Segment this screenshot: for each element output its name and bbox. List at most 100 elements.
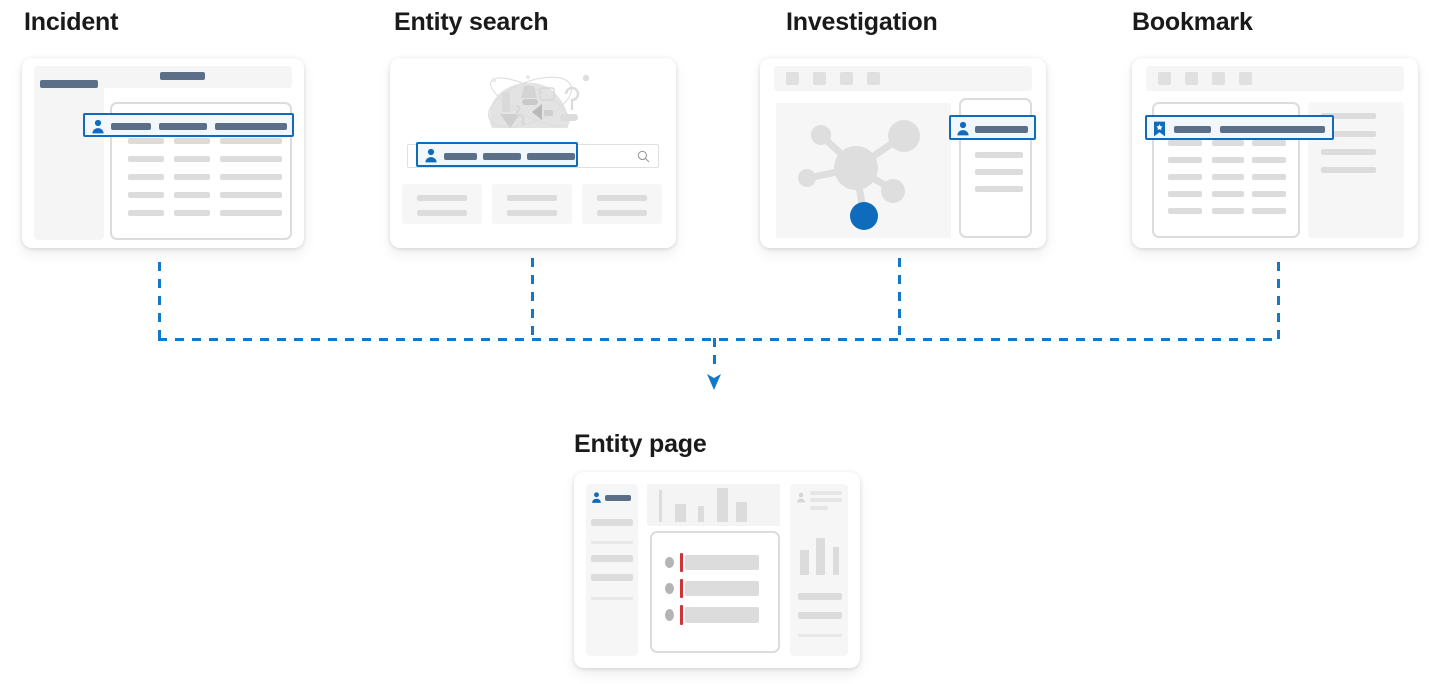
table-cell bbox=[1168, 140, 1202, 146]
left-panel-line bbox=[591, 555, 633, 562]
table-cell bbox=[220, 210, 282, 216]
person-icon bbox=[957, 121, 969, 136]
chart-bar bbox=[717, 488, 728, 522]
incident-left-nav[interactable] bbox=[34, 66, 104, 240]
severity-dot bbox=[665, 609, 674, 621]
detail-line bbox=[975, 152, 1023, 158]
card-title-bookmark: Bookmark bbox=[1132, 8, 1253, 36]
arrow-down-icon bbox=[707, 374, 721, 390]
bookmark-field bbox=[1174, 126, 1211, 133]
alert-severity-bar bbox=[680, 605, 683, 625]
table-cell bbox=[1212, 174, 1244, 180]
entity-row-field bbox=[215, 123, 287, 130]
entity-page-timeline-chart[interactable] bbox=[647, 484, 780, 526]
suggestion-field bbox=[527, 153, 575, 160]
table-cell bbox=[1252, 191, 1286, 197]
left-panel-line bbox=[591, 519, 633, 526]
alert-row[interactable] bbox=[685, 581, 759, 596]
table-cell bbox=[174, 138, 210, 144]
entity-page-alerts-list[interactable] bbox=[650, 531, 780, 653]
table-cell bbox=[1168, 174, 1202, 180]
table-cell bbox=[1168, 157, 1202, 163]
bookmark-field bbox=[1220, 126, 1325, 133]
entity-page-left-panel[interactable] bbox=[586, 484, 638, 656]
connector-bus bbox=[158, 338, 1280, 341]
table-cell bbox=[1212, 191, 1244, 197]
chart-bar bbox=[659, 490, 662, 522]
investigation-selected-entity[interactable] bbox=[949, 115, 1036, 140]
table-cell bbox=[174, 210, 210, 216]
card-bookmark[interactable] bbox=[1132, 58, 1418, 248]
table-cell bbox=[128, 174, 164, 180]
table-cell bbox=[128, 156, 164, 162]
entity-search-selected-suggestion[interactable] bbox=[416, 142, 578, 167]
toolbar-item[interactable] bbox=[1239, 72, 1252, 85]
card-incident[interactable] bbox=[22, 58, 304, 248]
alert-row[interactable] bbox=[685, 555, 759, 570]
card-title-incident: Incident bbox=[24, 8, 119, 36]
chart-bar bbox=[816, 538, 825, 575]
card-entity-page[interactable] bbox=[574, 472, 860, 668]
result-card-line bbox=[507, 210, 557, 216]
chart-bar bbox=[736, 502, 747, 522]
entity-row-field bbox=[159, 123, 207, 130]
result-card[interactable] bbox=[402, 184, 482, 224]
alert-severity-bar bbox=[680, 553, 683, 572]
result-card[interactable] bbox=[582, 184, 662, 224]
alert-row[interactable] bbox=[685, 607, 759, 623]
right-panel-line bbox=[798, 612, 842, 619]
toolbar-item[interactable] bbox=[1185, 72, 1198, 85]
card-title-entity-search: Entity search bbox=[394, 8, 549, 36]
table-cell bbox=[1212, 140, 1244, 146]
investigation-graph-canvas[interactable] bbox=[776, 103, 951, 238]
table-cell bbox=[1212, 157, 1244, 163]
search-icon[interactable] bbox=[637, 150, 650, 163]
toolbar-item[interactable] bbox=[840, 72, 853, 85]
connector-bookmark bbox=[1277, 262, 1280, 340]
result-card-line bbox=[417, 210, 467, 216]
incident-nav-label-bar bbox=[40, 80, 98, 88]
bookmark-selected-row[interactable] bbox=[1145, 115, 1334, 140]
toolbar-item[interactable] bbox=[786, 72, 799, 85]
person-icon bbox=[92, 119, 104, 134]
table-cell bbox=[174, 156, 210, 162]
table-cell bbox=[220, 156, 282, 162]
table-cell bbox=[174, 174, 210, 180]
table-cell bbox=[1168, 208, 1202, 214]
entity-page-right-panel[interactable] bbox=[790, 484, 848, 656]
detail-line bbox=[975, 186, 1023, 192]
card-investigation[interactable] bbox=[760, 58, 1046, 248]
table-cell bbox=[128, 138, 164, 144]
table-cell bbox=[1252, 174, 1286, 180]
toolbar-item[interactable] bbox=[813, 72, 826, 85]
toolbar-item[interactable] bbox=[1158, 72, 1171, 85]
incident-selected-entity-row[interactable] bbox=[83, 113, 294, 137]
entity-name-bar bbox=[605, 495, 631, 501]
sidebar-line bbox=[1321, 149, 1376, 155]
contact-line bbox=[810, 506, 828, 510]
contact-line bbox=[810, 491, 842, 495]
table-cell bbox=[128, 192, 164, 198]
toolbar-item[interactable] bbox=[867, 72, 880, 85]
connector-to-entity-page bbox=[713, 338, 716, 372]
suggestion-field bbox=[444, 153, 477, 160]
entity-graph bbox=[798, 120, 920, 230]
connector-incident bbox=[158, 262, 161, 340]
search-illustration bbox=[487, 74, 590, 128]
bookmark-sidebar[interactable] bbox=[1308, 102, 1404, 238]
toolbar-item[interactable] bbox=[1212, 72, 1225, 85]
result-card-line bbox=[597, 210, 647, 216]
right-panel-line bbox=[798, 593, 842, 600]
entity-row-field bbox=[111, 123, 151, 130]
table-cell bbox=[1252, 157, 1286, 163]
result-card-line bbox=[597, 195, 647, 201]
left-panel-divider bbox=[591, 597, 633, 600]
bookmark-icon bbox=[1154, 121, 1165, 137]
left-panel-line bbox=[591, 574, 633, 581]
table-cell bbox=[220, 138, 282, 144]
sidebar-line bbox=[1321, 113, 1376, 119]
result-card[interactable] bbox=[492, 184, 572, 224]
table-cell bbox=[128, 210, 164, 216]
chart-bar bbox=[698, 506, 704, 522]
